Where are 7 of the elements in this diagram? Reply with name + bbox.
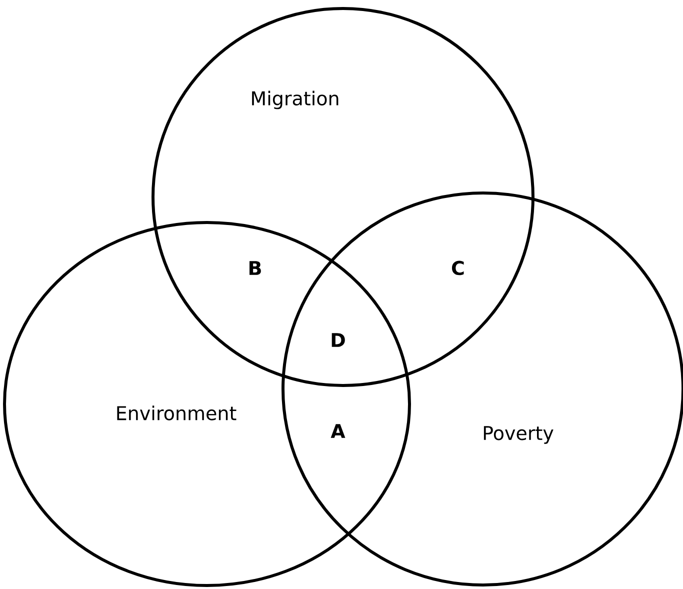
- circle-label: Environment: [117, 406, 236, 420]
- region-letter: A: [330, 424, 346, 438]
- circle-label: Poverty: [484, 426, 554, 444]
- region-letter: B: [250, 261, 261, 275]
- region-letter: D: [332, 333, 345, 347]
- region-letter: C: [452, 260, 464, 276]
- circle-label: Migration: [252, 90, 338, 110]
